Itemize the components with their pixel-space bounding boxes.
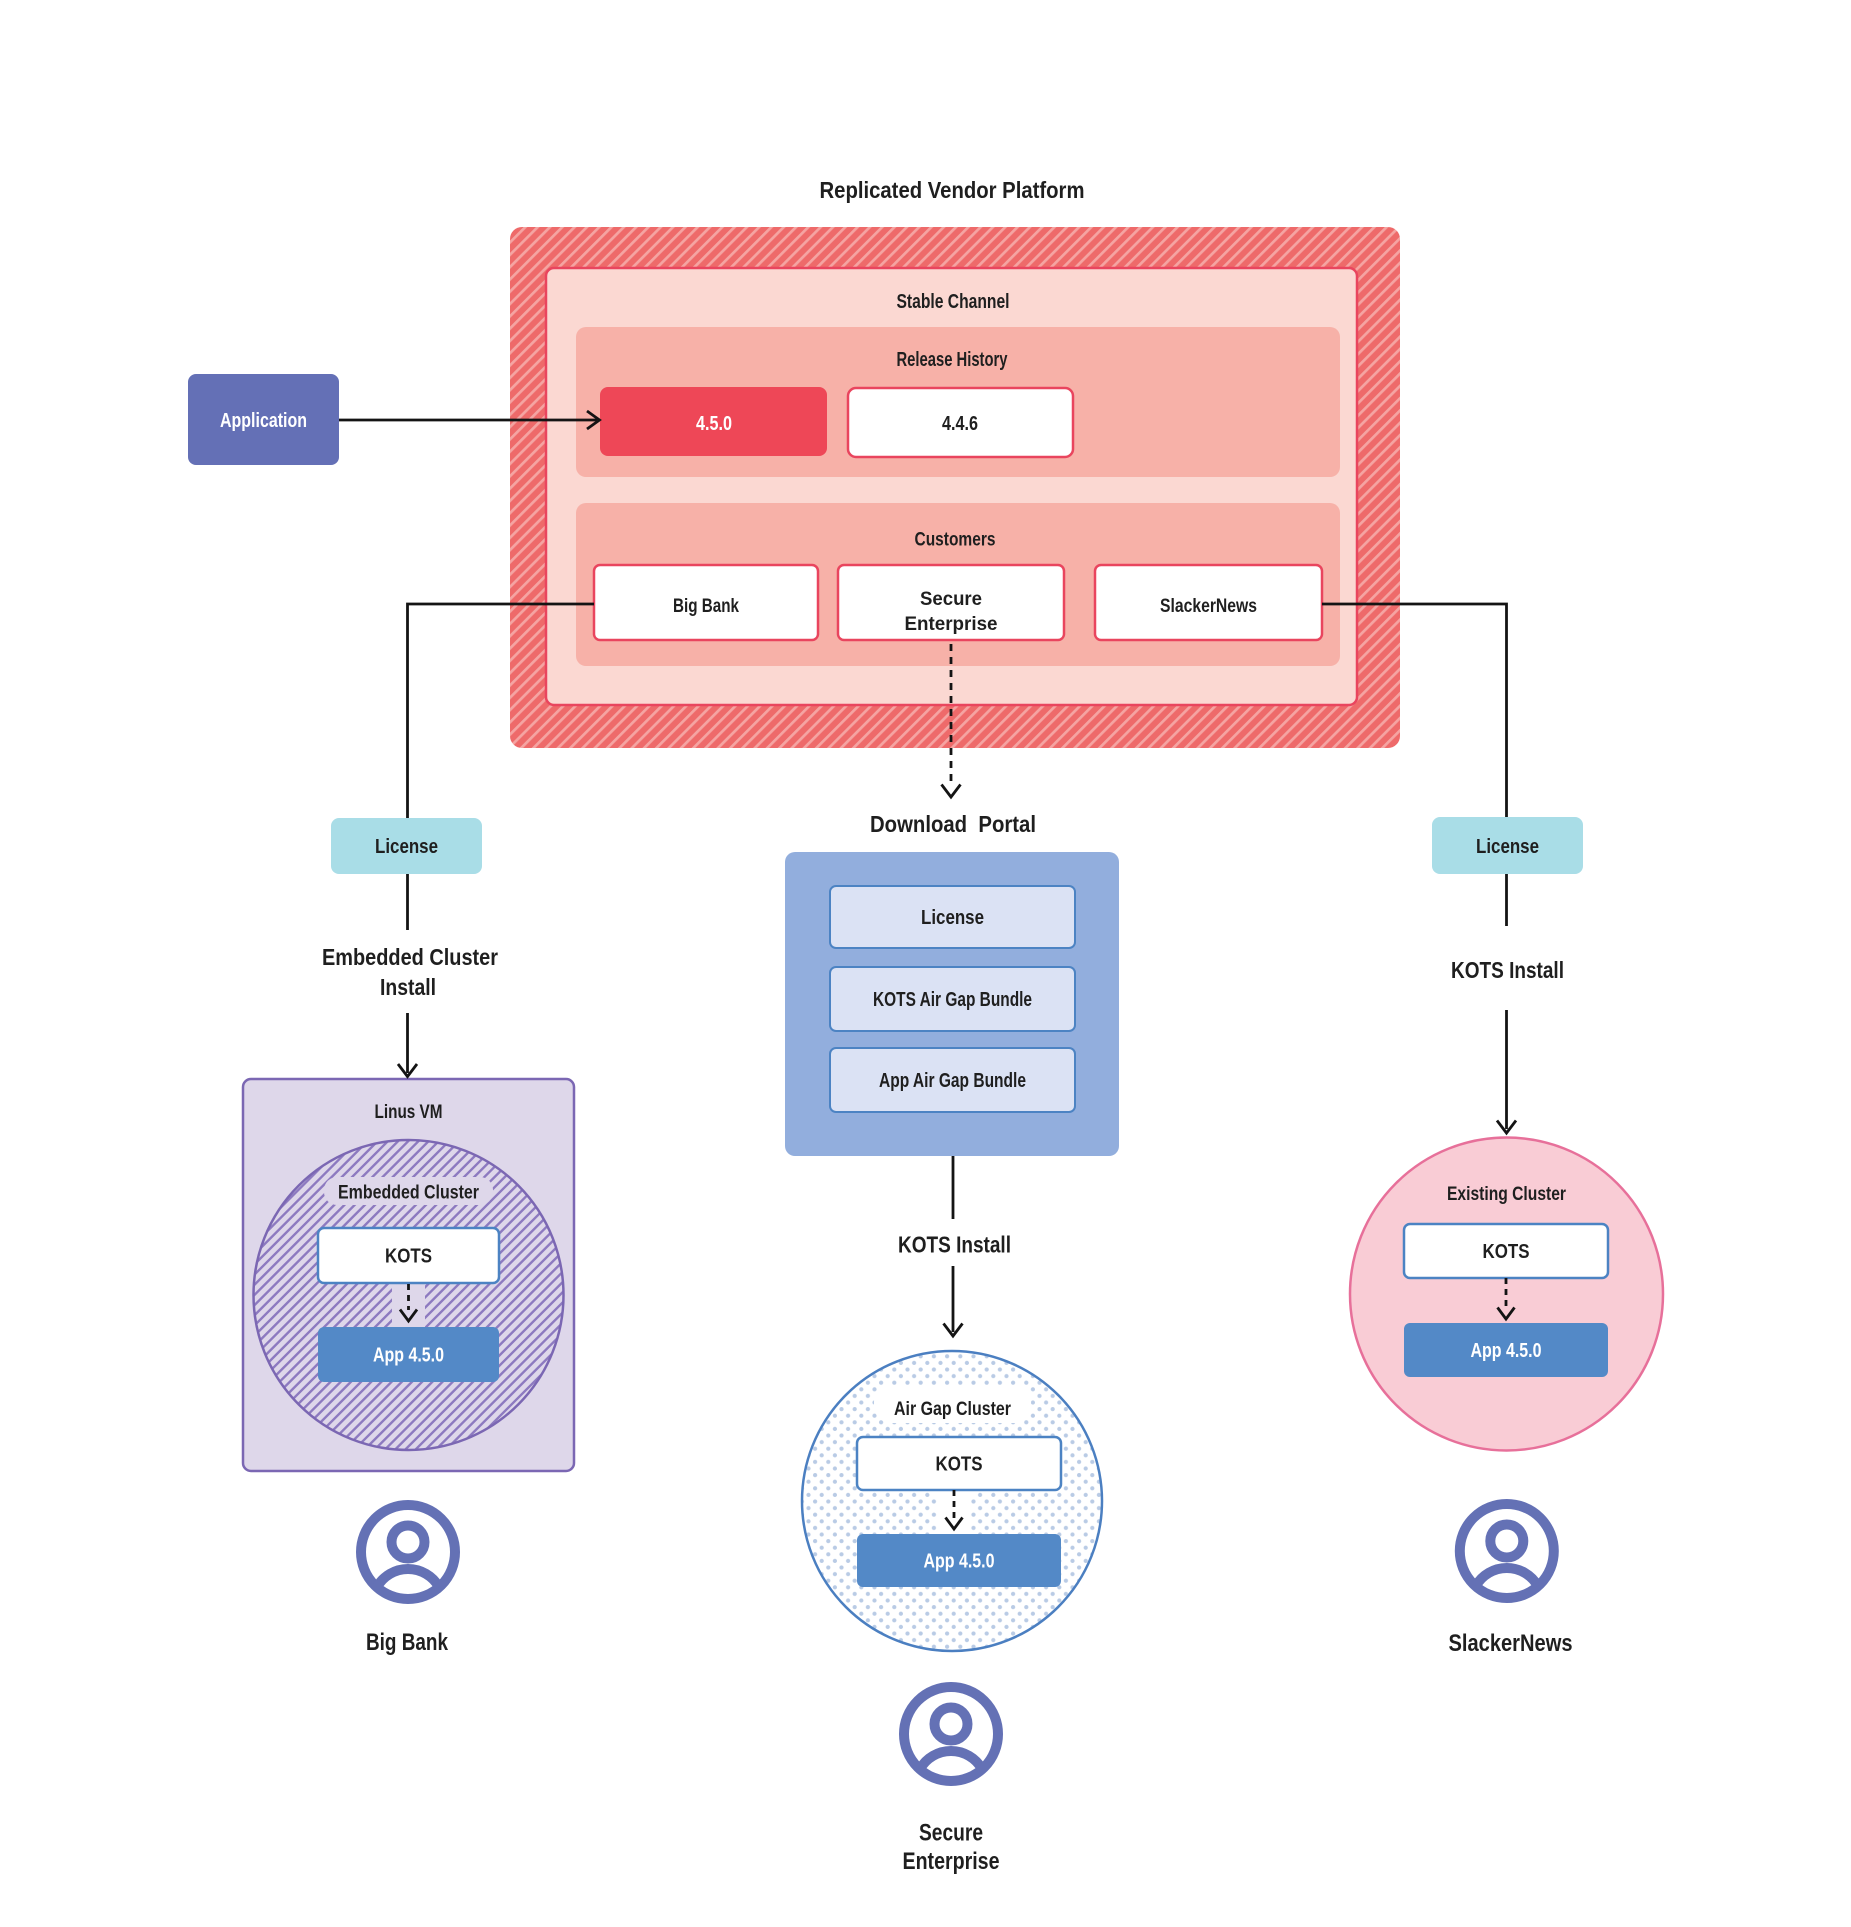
svg-text:Secure: Secure — [919, 1820, 983, 1847]
svg-text:Air Gap Cluster: Air Gap Cluster — [894, 1398, 1011, 1420]
svg-text:Big Bank: Big Bank — [366, 1629, 449, 1656]
svg-text:KOTS: KOTS — [1483, 1241, 1530, 1263]
svg-text:4.5.0: 4.5.0 — [696, 413, 732, 435]
svg-text:Existing Cluster: Existing Cluster — [1447, 1183, 1566, 1205]
svg-text:KOTS Install: KOTS Install — [1451, 957, 1564, 983]
svg-text:Stable Channel: Stable Channel — [897, 291, 1010, 313]
svg-text:App Air Gap Bundle: App Air Gap Bundle — [879, 1070, 1026, 1092]
svg-text:Replicated Vendor Platform: Replicated Vendor Platform — [820, 177, 1085, 203]
svg-text:Embedded Cluster: Embedded Cluster — [338, 1182, 479, 1203]
svg-text:Release History: Release History — [897, 349, 1009, 371]
svg-text:Enterprise: Enterprise — [903, 1848, 1000, 1875]
svg-text:License: License — [1476, 836, 1539, 858]
svg-text:SlackerNews: SlackerNews — [1449, 1630, 1573, 1657]
svg-text:License: License — [921, 907, 984, 929]
svg-text:License: License — [375, 836, 438, 858]
svg-text:Linus VM: Linus VM — [375, 1102, 443, 1123]
svg-text:KOTS Air Gap Bundle: KOTS Air Gap Bundle — [873, 989, 1032, 1011]
svg-text:Customers: Customers — [915, 530, 996, 551]
svg-text:KOTS Install: KOTS Install — [898, 1232, 1011, 1258]
svg-text:SlackerNews: SlackerNews — [1160, 595, 1257, 617]
svg-text:Install: Install — [380, 974, 436, 1000]
svg-text:Application: Application — [220, 410, 307, 432]
svg-text:Enterprise: Enterprise — [905, 613, 998, 635]
svg-text:4.4.6: 4.4.6 — [942, 413, 978, 435]
svg-text:Embedded Cluster: Embedded Cluster — [322, 944, 498, 970]
svg-text:KOTS: KOTS — [936, 1454, 983, 1476]
svg-text:Secure: Secure — [920, 588, 982, 610]
svg-text:App 4.5.0: App 4.5.0 — [373, 1345, 444, 1367]
svg-text:Download Portal: Download Portal — [870, 811, 1036, 837]
svg-text:App 4.5.0: App 4.5.0 — [1471, 1340, 1542, 1362]
svg-text:KOTS: KOTS — [385, 1246, 432, 1268]
svg-text:App 4.5.0: App 4.5.0 — [924, 1551, 995, 1573]
svg-text:Big Bank: Big Bank — [673, 595, 739, 617]
